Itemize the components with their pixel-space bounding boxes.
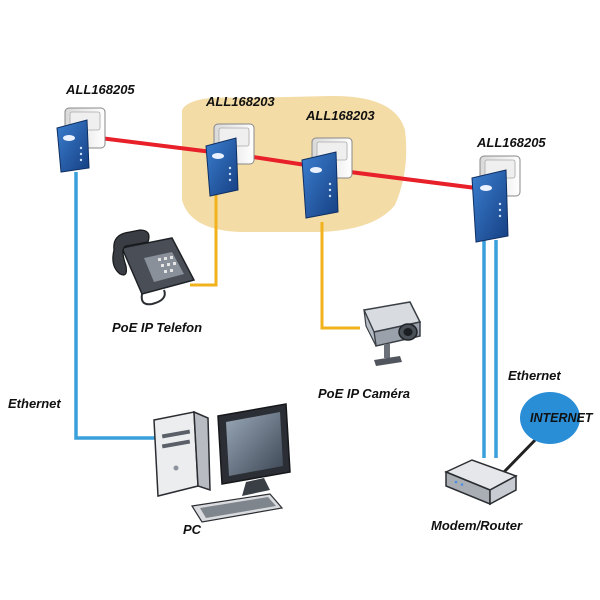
label-adapter-mid-2: ALL168203	[305, 108, 375, 123]
powerline-adapter-right	[471, 155, 521, 243]
label-ethernet-right: Ethernet	[508, 368, 561, 383]
ip-camera-icon	[362, 301, 422, 366]
label-adapter-left: ALL168205	[65, 82, 135, 97]
label-phone: PoE IP Telefon	[112, 320, 202, 335]
label-internet: INTERNET	[530, 411, 594, 425]
powerline-adapter-left	[56, 107, 106, 173]
label-adapter-right: ALL168205	[476, 135, 546, 150]
pc-icon	[153, 403, 291, 523]
modem-router-icon	[444, 459, 518, 506]
label-adapter-mid-1: ALL168203	[205, 94, 275, 109]
label-pc: PC	[183, 522, 202, 537]
internet-link	[502, 433, 542, 474]
label-ethernet-left: Ethernet	[8, 396, 61, 411]
poe-cable-camera	[320, 222, 360, 330]
internet-cloud-icon	[520, 392, 580, 444]
powerline-link-1	[99, 136, 213, 154]
powerline-link-3	[349, 170, 477, 190]
poe-cable-phone	[190, 195, 218, 287]
ip-phone-icon	[112, 229, 196, 306]
powerline-adapter-mid-1	[205, 123, 255, 197]
powerline-adapter-mid-2	[301, 137, 353, 219]
label-router: Modem/Router	[431, 518, 523, 533]
ethernet-cable-pc	[74, 172, 158, 440]
label-camera: PoE IP Caméra	[318, 386, 410, 401]
